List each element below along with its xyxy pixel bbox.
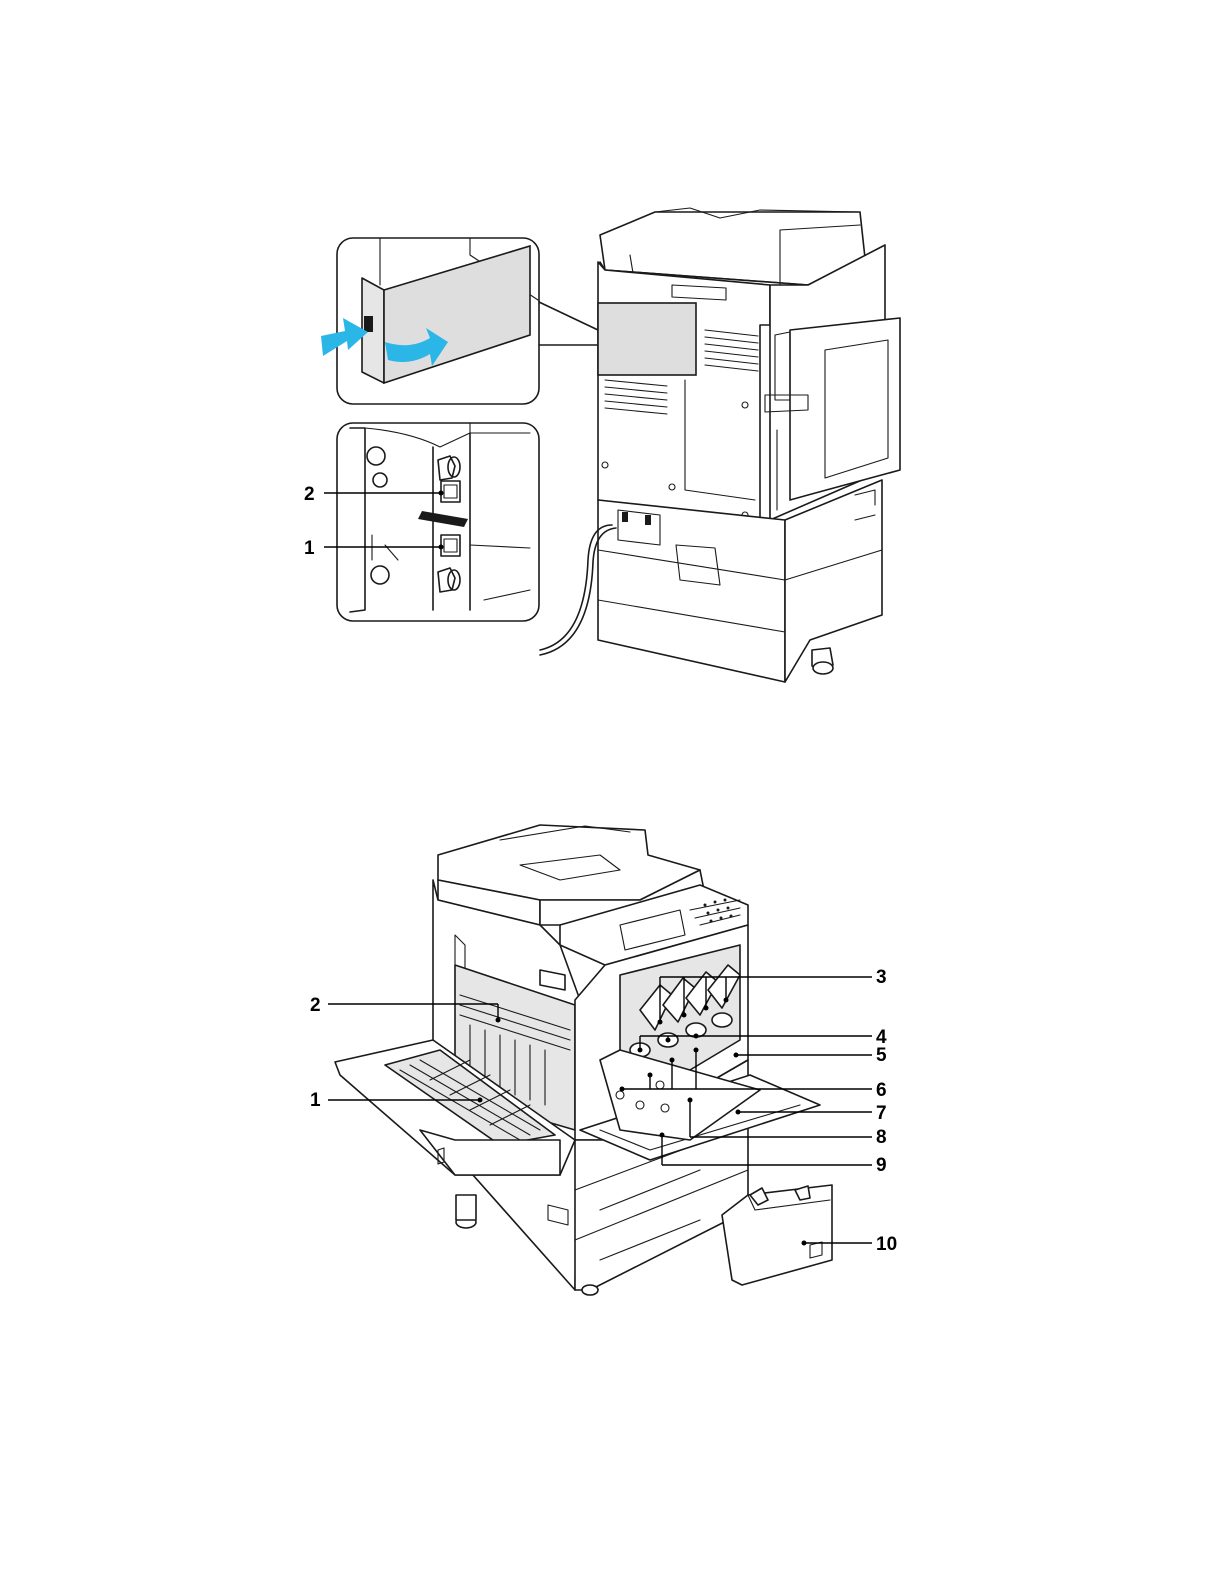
front-view-figure: 1 2 3 4 bbox=[310, 825, 897, 1295]
rear-ports-inset bbox=[337, 423, 539, 621]
printer-rear-body bbox=[540, 208, 900, 682]
callout-2-label: 2 bbox=[310, 995, 321, 1016]
callout-7-label: 7 bbox=[876, 1103, 887, 1124]
callout-2-label: 2 bbox=[304, 484, 315, 505]
rear-view-figure: 2 1 bbox=[304, 208, 900, 682]
cover-latch bbox=[364, 316, 373, 332]
callout-1-label: 1 bbox=[304, 538, 315, 559]
rear-cover-location bbox=[598, 303, 696, 375]
callout-6-label: 6 bbox=[876, 1080, 887, 1101]
callout-10-label: 10 bbox=[876, 1234, 897, 1255]
callout-9-label: 9 bbox=[876, 1155, 887, 1176]
callout-3-label: 3 bbox=[876, 967, 887, 988]
callout-8-label: 8 bbox=[876, 1127, 887, 1148]
front-callout-5: 5 bbox=[734, 1045, 888, 1066]
printer-front-body bbox=[335, 825, 832, 1295]
rear-cover-inset bbox=[321, 238, 539, 404]
callout-5-label: 5 bbox=[876, 1045, 887, 1066]
callout-1-label: 1 bbox=[310, 1090, 321, 1111]
